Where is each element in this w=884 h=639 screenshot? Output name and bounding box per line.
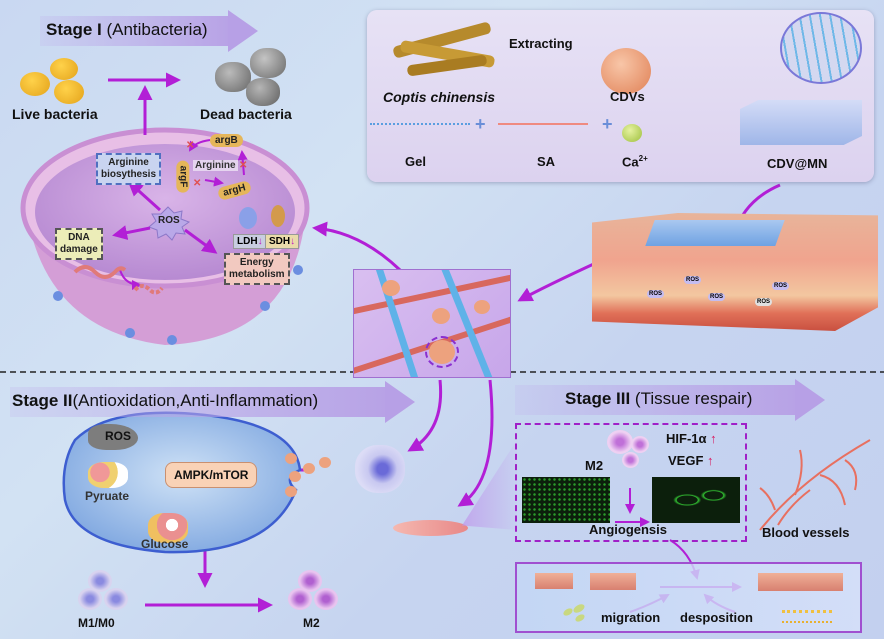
sdh-protein-icon — [271, 205, 285, 227]
fluorescence-image-before — [522, 477, 610, 523]
cdv-vesicle-icon — [601, 48, 651, 94]
dead-bacteria-label: Dead bacteria — [200, 106, 292, 122]
stage3-title: Stage III (Tissue respair) — [565, 389, 753, 408]
damaged-dna-icon — [133, 284, 164, 295]
dna-damage-box: DNA damage — [55, 228, 103, 260]
coptis-root-icon — [392, 21, 497, 79]
gel-chain-icon — [370, 123, 470, 127]
microneedle-zoom-circle — [780, 12, 862, 84]
hif-label: HIF-1α ↑ — [666, 431, 717, 446]
sdh-label: SDH↓ — [265, 234, 300, 249]
stage1-title: Stage I (Antibacteria) — [46, 20, 208, 39]
stage3-arrow: Stage III (Tissue respair) — [515, 379, 825, 421]
blood-vessels-icon — [759, 439, 871, 531]
extracting-label: Extracting — [509, 36, 573, 51]
m2-macrophages-icon — [288, 570, 343, 612]
angiogenesis-label: Angiogensis — [589, 522, 668, 537]
hif-up-arrow-icon: ↑ — [710, 431, 717, 446]
stage2-ros-label: ROS — [105, 429, 132, 443]
pyruvate-label: Pyruate — [85, 489, 130, 503]
ldh-label: LDH↓ — [233, 234, 267, 249]
live-bacteria-icon — [20, 58, 90, 104]
microneedle-patch-icon — [740, 100, 862, 145]
repaired-tissue-icon — [758, 573, 843, 591]
calcium-ion-icon — [622, 124, 642, 142]
live-bacteria-label: Live bacteria — [12, 106, 98, 122]
arginine-biosynthesis-box: Arginine biosythesis — [96, 153, 162, 185]
ros-debris-icon — [88, 424, 138, 450]
svg-text:✕: ✕ — [186, 140, 194, 151]
migrating-cells-icon — [562, 602, 593, 624]
blood-vessels-label: Blood vessels — [762, 525, 850, 540]
sa-label: SA — [537, 154, 556, 169]
ampk-mtor-pathway: AMPK/mTOR — [165, 462, 258, 488]
svg-text:✕: ✕ — [239, 160, 247, 171]
m2-label: M2 — [303, 616, 320, 630]
energy-metabolism-box: Energy metabolism — [224, 253, 290, 285]
calcium-label: Ca2+ — [622, 154, 648, 170]
microneedle-patch-on-skin — [645, 220, 785, 246]
skin-ros-4: ROS — [755, 298, 773, 306]
stage1-arrow: Stage I (Antibacteria) — [40, 10, 258, 52]
gene-argF: argF — [176, 160, 190, 193]
vegf-label: VEGF ↑ — [668, 453, 714, 468]
skin-ros-1: ROS — [647, 290, 665, 298]
stage2-title: Stage II(Antioxidation,Anti-Inflammation… — [12, 391, 319, 410]
gel-label: Gel — [405, 154, 426, 169]
angiogenesis-dashed-box — [515, 423, 747, 542]
stage2-arrow: Stage II(Antioxidation,Anti-Inflammation… — [10, 381, 415, 423]
skin-ros-3: ROS — [708, 293, 726, 301]
stage3-m2-label: M2 — [585, 458, 604, 473]
fluorescence-image-after — [652, 477, 740, 523]
migration-label: migration — [601, 610, 661, 625]
deposition-label: desposition — [680, 610, 753, 625]
cdv-mn-label: CDV@MN — [767, 156, 828, 171]
pyruvate-molecule-icon — [88, 462, 128, 488]
m1m0-macrophages-icon — [78, 570, 133, 612]
ros-star-icon — [148, 206, 191, 241]
glucose-molecule-icon — [148, 513, 188, 543]
glucose-label: Glucose — [141, 537, 189, 551]
wounded-tissue-right-icon — [590, 573, 636, 590]
m1m0-label: M1/M0 — [78, 616, 115, 630]
stage3-m2-cells-icon — [607, 430, 652, 470]
collagen-fibers-icon — [782, 610, 832, 623]
ros-label: ROS — [158, 215, 180, 226]
fibroblast-cell-icon — [393, 520, 468, 536]
coptis-label: Coptis chinensis — [383, 89, 496, 105]
svg-text:✕: ✕ — [193, 178, 201, 189]
skin-ros-5: ROS — [772, 282, 790, 290]
plus-1: + — [475, 114, 486, 134]
dead-bacteria-icon — [210, 48, 300, 108]
plus-2: + — [602, 114, 613, 134]
cdvs-label: CDVs — [610, 89, 645, 104]
vegf-up-arrow-icon: ↑ — [707, 453, 714, 468]
wounded-tissue-left-icon — [535, 573, 573, 589]
arginine-label: Arginine — [193, 160, 238, 171]
cdv-vesicles-cluster — [285, 453, 335, 498]
ldh-protein-icon — [239, 207, 257, 229]
dna-icon — [73, 265, 127, 279]
gene-argB: argB — [210, 134, 243, 147]
macrophage-uptake-cell — [355, 445, 405, 493]
skin-ros-2: ROS — [684, 276, 702, 284]
vesicle-network-inset — [353, 269, 511, 378]
sa-chain-icon — [498, 123, 588, 125]
